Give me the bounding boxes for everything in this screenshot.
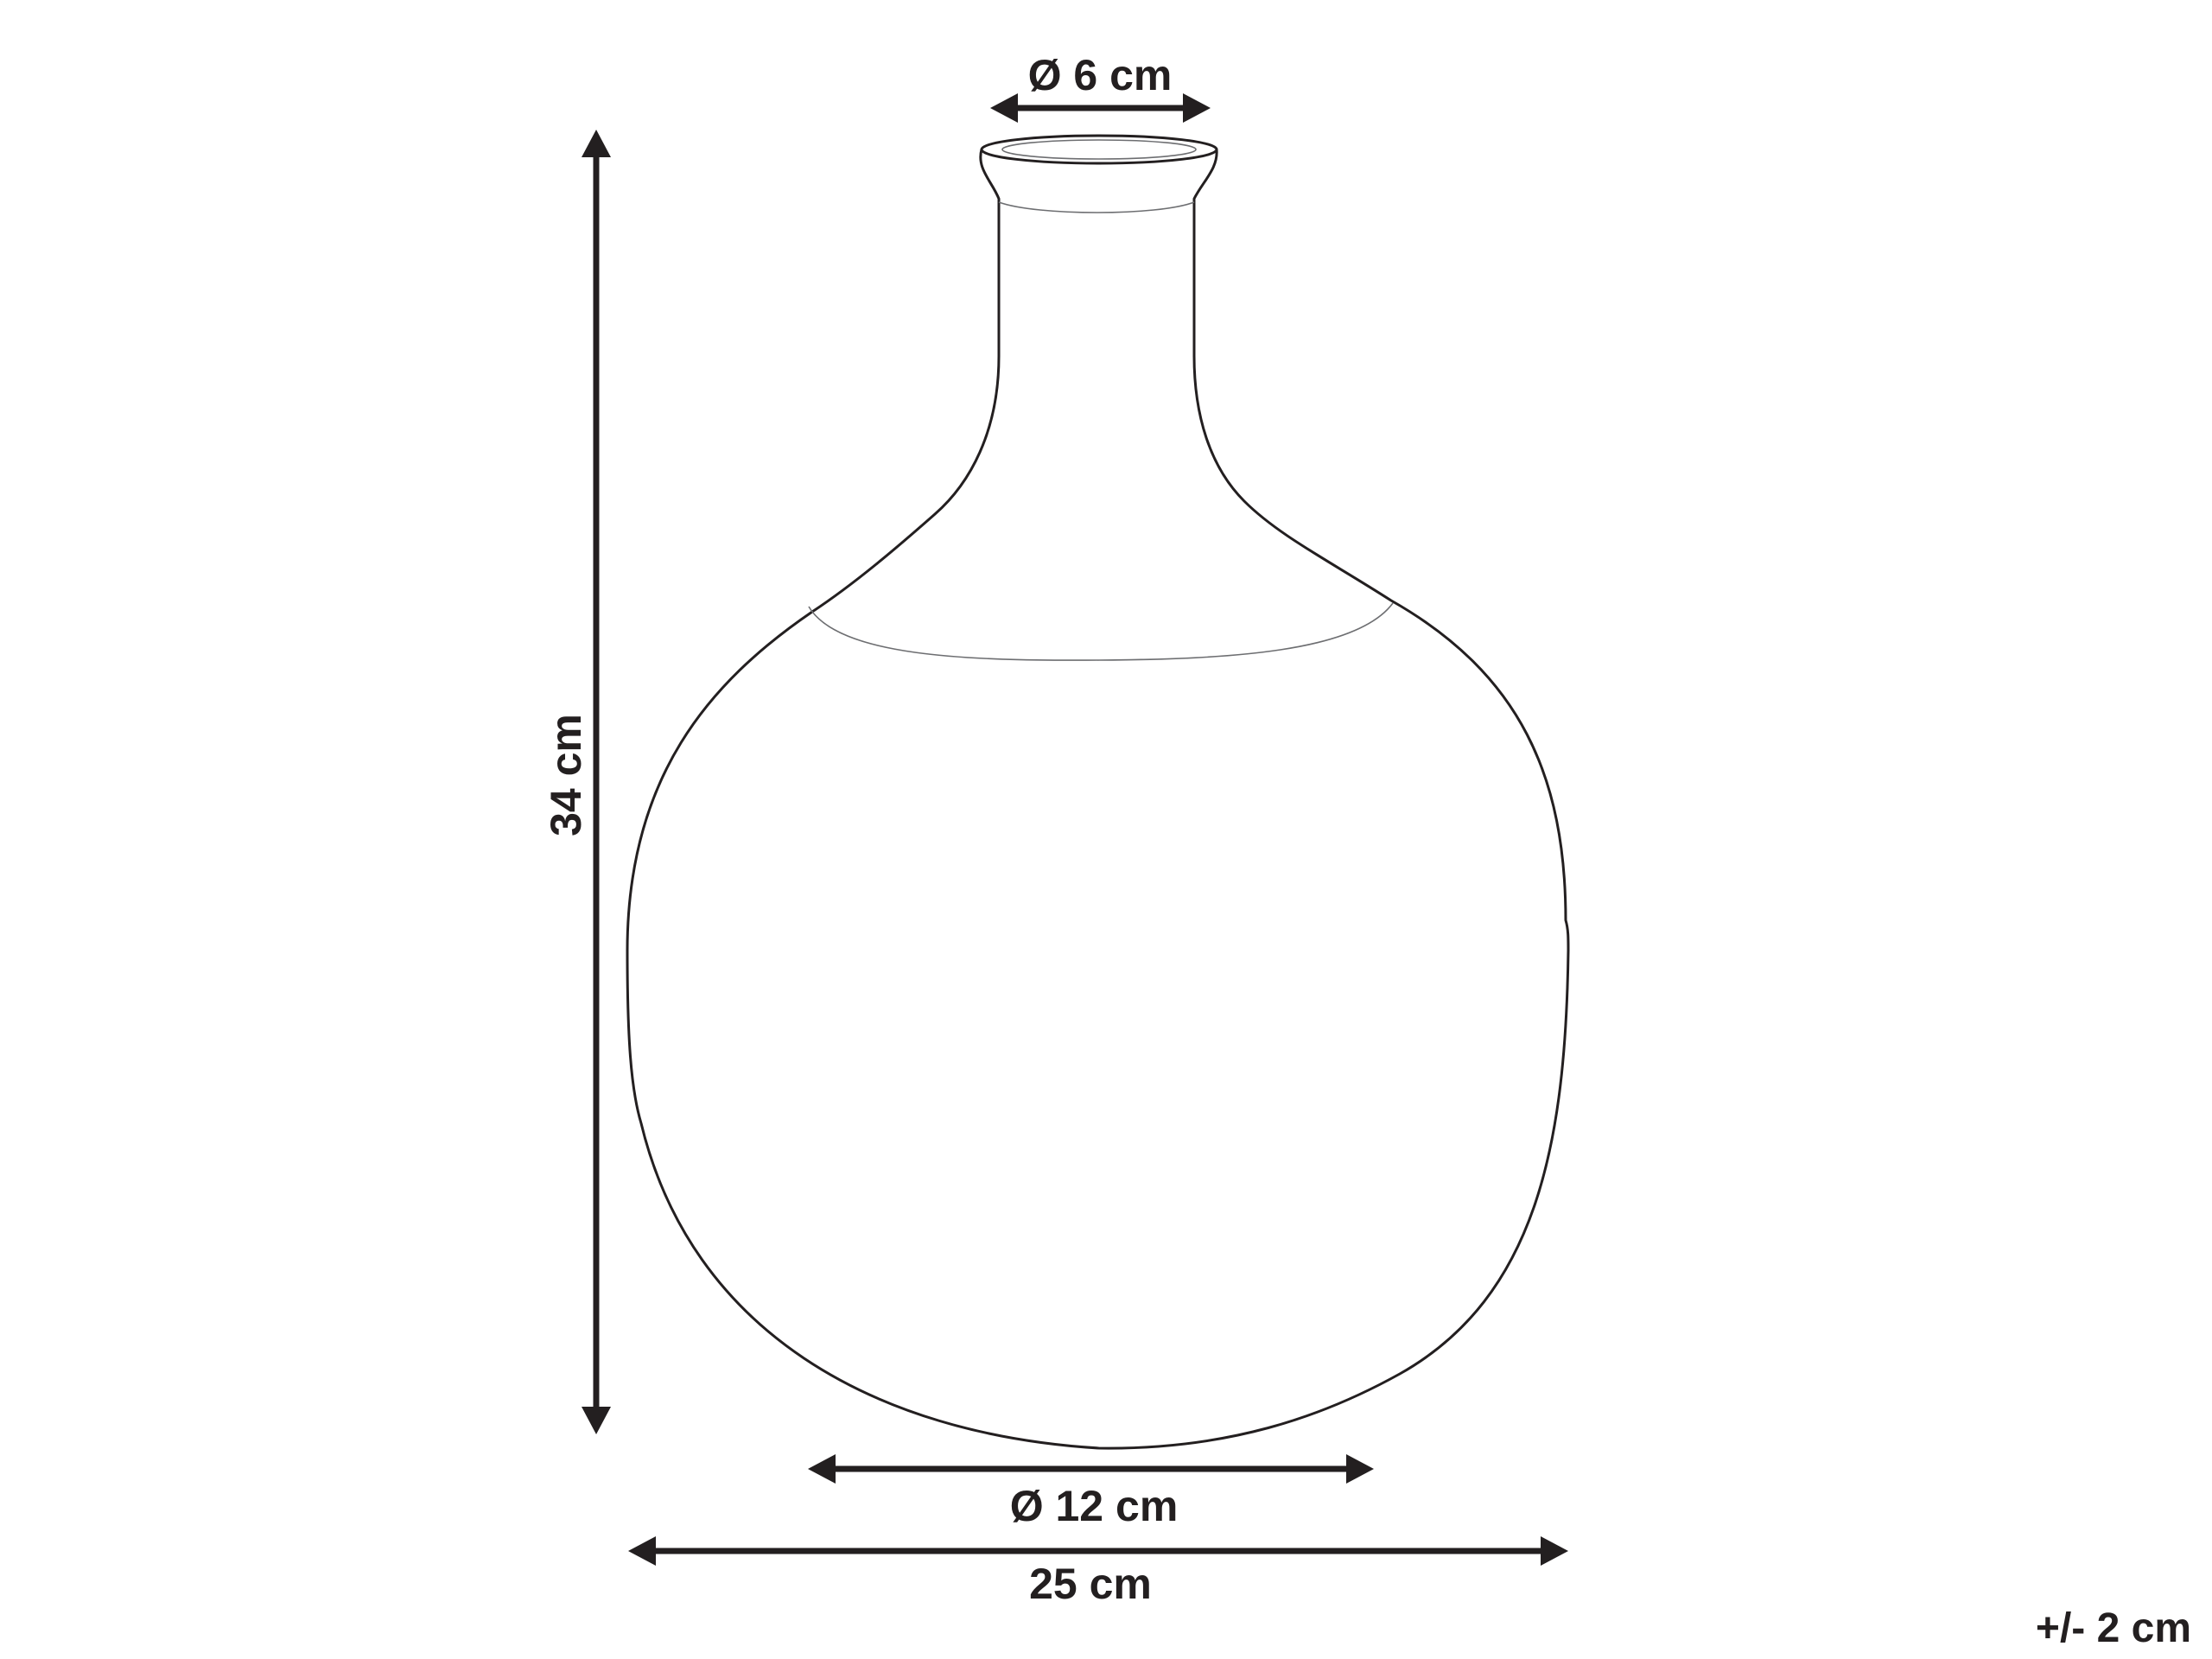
height-dimension: 34 cm <box>542 130 611 1434</box>
vase-neck-ring <box>998 201 1195 213</box>
width-arrow-left-icon <box>628 1536 656 1566</box>
height-arrow-bottom-icon <box>582 1407 611 1434</box>
vase-body-outline <box>626 148 1570 1450</box>
height-arrow-top-icon <box>582 130 611 157</box>
width-arrow-right-icon <box>1541 1536 1568 1566</box>
vase-shoulder-line <box>808 602 1394 661</box>
vase-rim-inner <box>1001 139 1197 160</box>
width-label: 25 cm <box>1029 1560 1152 1608</box>
base-arrow-right-icon <box>1346 1454 1374 1484</box>
neck-arrow-right-icon <box>1183 93 1211 123</box>
tolerance-note: +/- 2 cm <box>2036 1605 2191 1651</box>
height-label: 34 cm <box>542 714 590 836</box>
base-diameter-dimension: Ø 12 cm <box>808 1454 1374 1530</box>
base-arrow-left-icon <box>808 1454 836 1484</box>
vase-drawing <box>626 134 1570 1450</box>
neck-diameter-label: Ø 6 cm <box>1028 51 1173 99</box>
base-diameter-label: Ø 12 cm <box>1010 1482 1179 1530</box>
width-dimension: 25 cm <box>628 1536 1568 1608</box>
neck-arrow-left-icon <box>990 93 1018 123</box>
neck-diameter-dimension: Ø 6 cm <box>990 51 1211 123</box>
